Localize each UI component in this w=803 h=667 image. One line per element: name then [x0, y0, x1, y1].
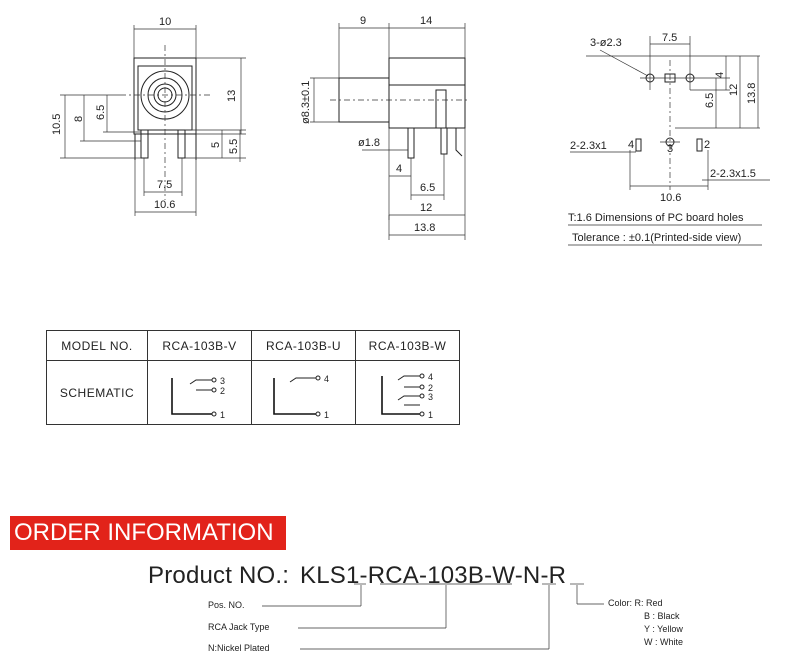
- code-pos: 1: [345, 562, 360, 589]
- order-callouts: [262, 583, 604, 650]
- color-white: W : White: [644, 637, 684, 647]
- schematic-cell-w: [355, 360, 460, 425]
- schematic-label: SCHEMATIC: [46, 360, 148, 425]
- side-dim-9: 9: [360, 15, 366, 27]
- color-yellow: Y : Yellow: [644, 624, 683, 634]
- front-dim-10-6: 10.6: [154, 199, 175, 211]
- field-type: RCA Jack Type: [208, 622, 270, 632]
- pcb-slot-a: 2-2.3x1: [570, 140, 607, 152]
- pcb-note-tolerance: Tolerance : ±0.1(Printed-side view): [572, 232, 741, 244]
- product-code: KLS1-RCA-103B-W-N-R: [300, 562, 566, 589]
- side-dim-13-8: 13.8: [414, 222, 435, 234]
- front-dim-7-5: 7.5: [157, 179, 172, 191]
- field-pos: Pos. NO.: [208, 600, 245, 610]
- product-label: Product NO.:: [148, 562, 290, 589]
- side-view: 9 14 ø8.3±0.1 ø1.8 4 6.5 12 13.8: [300, 15, 470, 240]
- code-dash-2: -: [484, 562, 493, 589]
- code-dash-1: -: [359, 562, 368, 589]
- pcb-pin-3: 3: [667, 143, 673, 155]
- order-banner: ORDER INFORMATION: [10, 516, 286, 550]
- code-r: R: [548, 562, 567, 589]
- schematic-cell-v: [147, 360, 252, 425]
- field-color: Color: R: Red: [608, 598, 663, 608]
- side-dim-12: 12: [420, 202, 432, 214]
- product-number: Product NO.: KLS1-RCA-103B-W-N-R: [148, 562, 566, 590]
- front-dim-8: 8: [73, 116, 85, 122]
- side-dim-14: 14: [420, 15, 432, 27]
- side-dim-4: 4: [396, 163, 402, 175]
- front-dim-10: 10: [159, 16, 171, 28]
- pcb-dim-7-5: 7.5: [662, 32, 677, 44]
- front-dim-5-5: 5.5: [228, 139, 240, 154]
- pcb-dim-12: 12: [728, 84, 740, 96]
- pcb-note-thickness: T:1.6 Dimensions of PC board holes: [568, 212, 744, 224]
- model-label: MODEL NO.: [46, 330, 148, 361]
- pcb-dim-13-8: 13.8: [746, 83, 758, 104]
- model-w: RCA-103B-W: [355, 330, 460, 361]
- pcb-dim-holes: 3-ø2.3: [590, 37, 622, 49]
- front-dim-10-5: 10.5: [51, 114, 63, 135]
- code-kls: KLS: [300, 562, 346, 589]
- model-table: MODEL NO. RCA-103B-V RCA-103B-U RCA-103B…: [46, 330, 460, 425]
- pcb-pin-4: 4: [628, 139, 634, 151]
- code-n: N: [522, 562, 541, 589]
- front-dim-13: 13: [226, 90, 238, 102]
- code-type: RCA-103B: [367, 562, 485, 589]
- front-dim-5: 5: [210, 142, 222, 148]
- color-black: B : Black: [644, 611, 680, 621]
- side-dim-pin: ø1.8: [358, 137, 380, 149]
- side-dim-6-5: 6.5: [420, 182, 435, 194]
- model-u: RCA-103B-U: [251, 330, 356, 361]
- pcb-pin-2: 2: [704, 139, 710, 151]
- pcb-dim-10-6: 10.6: [660, 192, 681, 204]
- front-view: 10 13 10.5 8 6.5 5 5.5 7.5 10.6: [51, 16, 246, 216]
- pcb-dim-4: 4: [714, 72, 726, 78]
- field-plating: N:Nickel Plated: [208, 643, 270, 653]
- code-dash-4: -: [540, 562, 549, 589]
- model-v: RCA-103B-V: [147, 330, 252, 361]
- pcb-layout: 7.5 3-ø2.3 4 6.5 12 13.8 4 2 3 2-2.3x1 2…: [568, 32, 770, 246]
- schematic-cell-u: [251, 360, 356, 425]
- pcb-dim-6-5: 6.5: [704, 93, 716, 108]
- pcb-slot-b: 2-2.3x1.5: [710, 168, 756, 180]
- code-dash-3: -: [514, 562, 523, 589]
- front-dim-6-5: 6.5: [95, 105, 107, 120]
- code-w: W: [492, 562, 515, 589]
- side-dim-dia: ø8.3±0.1: [300, 81, 312, 124]
